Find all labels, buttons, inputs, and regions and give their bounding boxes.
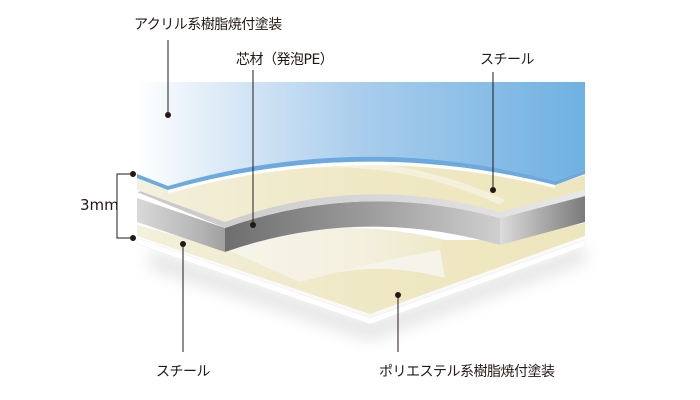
panel-shadow [150, 245, 585, 340]
leader-dots [130, 112, 496, 298]
layer-core-front-right [500, 196, 585, 245]
layer-steel-bottom-inner [228, 228, 445, 282]
label-acrylic-coating: アクリル系樹脂焼付塗装 [134, 17, 282, 33]
label-thickness: 3mm [80, 196, 119, 214]
layer-core-front-curve [225, 201, 500, 252]
layer-polyester-coating [136, 237, 586, 325]
thickness-bracket [116, 173, 133, 239]
layer-core-front-left [137, 198, 225, 252]
label-polyester-coating: ポリエステル系樹脂焼付塗装 [379, 364, 555, 380]
leader-lines [116, 40, 494, 352]
label-core: 芯材（発泡PE） [236, 52, 334, 68]
layer-acrylic-coating [137, 82, 585, 186]
label-steel-top: スチール [480, 52, 535, 68]
label-steel-bottom: スチール [156, 364, 211, 380]
